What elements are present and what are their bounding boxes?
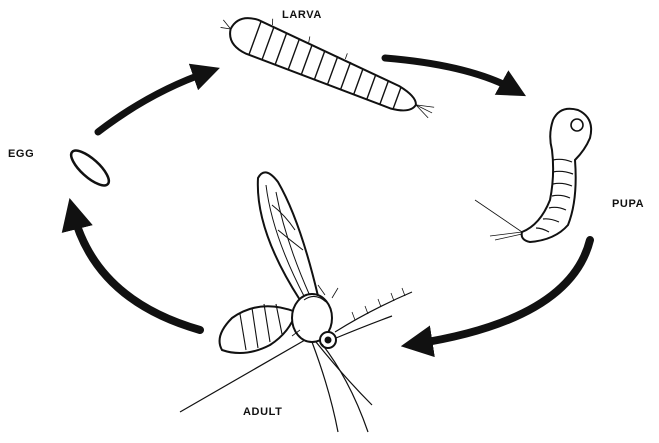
- arrow-larva-to-pupa: [385, 58, 515, 90]
- larva-label: LARVA: [282, 9, 322, 21]
- arrow-egg-to-larva: [98, 72, 208, 132]
- arrow-pupa-to-adult: [415, 240, 590, 344]
- pupa-icon: [475, 109, 591, 242]
- arrow-adult-to-egg: [73, 212, 200, 330]
- pupa-label: PUPA: [612, 198, 644, 210]
- egg-icon: [66, 145, 114, 190]
- adult-label: ADULT: [243, 406, 282, 418]
- adult-insect-icon: [180, 172, 412, 432]
- egg-label: EGG: [8, 148, 34, 160]
